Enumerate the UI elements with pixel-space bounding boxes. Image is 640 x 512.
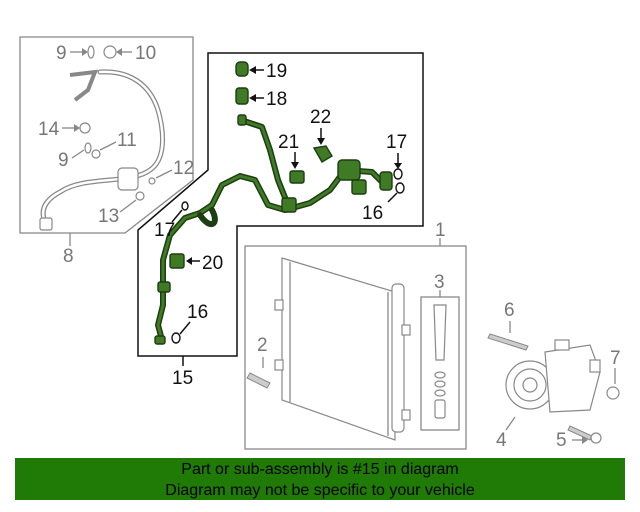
info-banner: Part or sub-assembly is #15 in diagram D…	[15, 458, 625, 500]
callout-22: 22	[310, 107, 331, 128]
part-2: 2	[246, 335, 271, 389]
callout-20: 20	[202, 253, 223, 274]
callout-7: 7	[610, 348, 621, 369]
part-11: 11	[91, 130, 137, 159]
part-14: 14	[38, 119, 91, 140]
callout-3: 3	[434, 272, 445, 293]
callout-9a: 9	[56, 43, 67, 64]
part-17b: 17	[154, 201, 189, 241]
part-18: 18	[235, 87, 287, 110]
part-5: 5	[556, 425, 602, 451]
part-17a: 17	[386, 132, 407, 180]
assembly-3-box: 3	[420, 272, 460, 431]
callout-17a: 17	[386, 132, 407, 153]
callout-13: 13	[98, 206, 119, 227]
part-12: 12	[148, 158, 194, 185]
part-9b: 9	[58, 142, 92, 171]
part-6: 6	[487, 300, 529, 351]
callout-21: 21	[278, 132, 299, 153]
callout-2: 2	[257, 335, 268, 356]
part-21: 21	[278, 132, 305, 184]
callout-10: 10	[135, 43, 156, 64]
assembly-8-box: 8	[19, 36, 194, 267]
assembly-15-box: 15	[137, 52, 424, 389]
callout-4: 4	[496, 430, 507, 451]
callout-12: 12	[173, 158, 194, 179]
callout-14: 14	[38, 119, 60, 140]
part-10: 10	[103, 43, 156, 64]
banner-line-2: Diagram may not be specific to your vehi…	[165, 482, 475, 499]
callout-18: 18	[266, 89, 287, 110]
callout-9b: 9	[58, 150, 69, 171]
callout-19: 19	[266, 61, 287, 82]
part-13: 13	[98, 191, 145, 227]
part-16a: 16	[362, 182, 405, 224]
callout-16b: 16	[187, 302, 208, 323]
callout-6: 6	[504, 300, 515, 321]
callout-15: 15	[172, 368, 193, 389]
part-20: 20	[169, 253, 223, 274]
part-4: 4	[496, 416, 516, 451]
part-9a: 9	[56, 43, 95, 64]
callout-17b: 17	[154, 220, 175, 241]
part-22: 22	[310, 107, 333, 163]
callout-11: 11	[117, 130, 137, 151]
parts-diagram: 8 9 10 14 9 11 12 13	[19, 36, 621, 451]
compressor	[505, 339, 601, 413]
part-7: 7	[606, 348, 621, 400]
banner-line-1: Part or sub-assembly is #15 in diagram	[181, 461, 459, 478]
hose-15	[154, 114, 393, 345]
callout-5: 5	[556, 430, 567, 451]
hose-8	[39, 69, 165, 231]
part-19: 19	[235, 61, 287, 82]
callout-8: 8	[63, 246, 74, 267]
callout-1: 1	[435, 220, 446, 241]
condenser	[274, 257, 411, 441]
assembly-1-box: 1	[244, 220, 467, 450]
callout-16a: 16	[362, 203, 383, 224]
part-16b: 16	[171, 302, 208, 344]
